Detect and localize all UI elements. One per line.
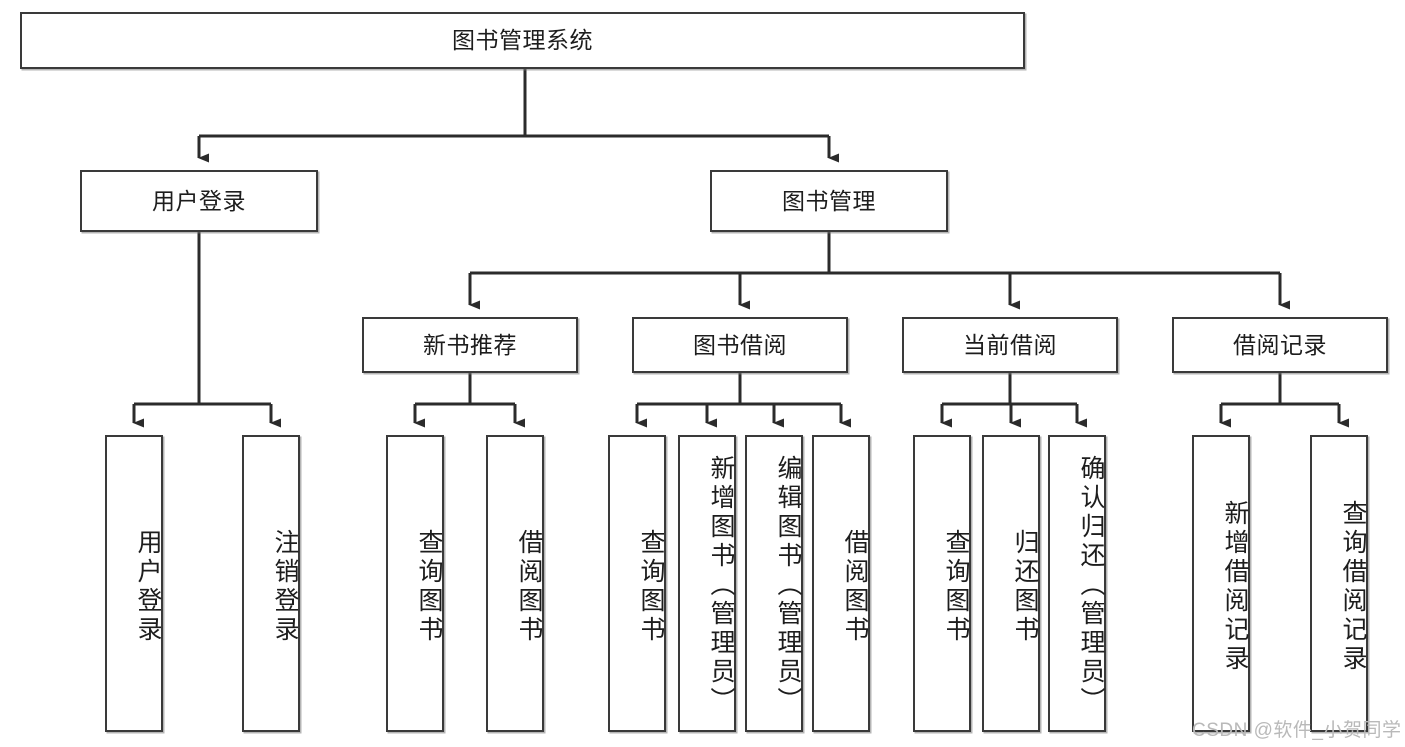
node-label-leaf-user-login: 用户登录 — [134, 528, 162, 645]
node-leaf-borrow-book[interactable]: 借阅图书 — [812, 435, 870, 732]
node-book-borrow[interactable]: 图书借阅 — [632, 317, 848, 373]
node-root[interactable]: 图书管理系统 — [20, 12, 1025, 69]
node-label-borrow-records: 借阅记录 — [1233, 331, 1327, 358]
node-leaf-add-book[interactable]: 新增图书（管理员） — [678, 435, 736, 732]
node-leaf-logout[interactable]: 注销登录 — [242, 435, 300, 732]
node-label-leaf-logout: 注销登录 — [271, 528, 299, 645]
connector-lines — [132, 69, 1349, 428]
node-label-new-book-recommend: 新书推荐 — [423, 331, 517, 358]
node-label-leaf-add-book: 新增图书（管理员） — [707, 455, 735, 716]
node-user-login[interactable]: 用户登录 — [80, 170, 318, 232]
node-label-leaf-confirm-return: 确认归还（管理员） — [1077, 455, 1105, 716]
node-label-current-borrow: 当前借阅 — [963, 331, 1057, 358]
node-label-user-login: 用户登录 — [152, 187, 246, 214]
node-label-leaf-query-borrow-record: 查询借阅记录 — [1339, 499, 1367, 674]
node-leaf-query-book-recommend[interactable]: 查询图书 — [386, 435, 444, 732]
node-leaf-confirm-return[interactable]: 确认归还（管理员） — [1048, 435, 1106, 732]
node-label-book-borrow: 图书借阅 — [693, 331, 787, 358]
node-leaf-add-borrow-record[interactable]: 新增借阅记录 — [1192, 435, 1250, 732]
node-label-leaf-return-book: 归还图书 — [1011, 528, 1039, 645]
node-new-book-recommend[interactable]: 新书推荐 — [362, 317, 578, 373]
node-leaf-edit-book[interactable]: 编辑图书（管理员） — [745, 435, 803, 732]
node-label-leaf-edit-book: 编辑图书（管理员） — [774, 455, 802, 716]
node-label-leaf-query-book-borrow: 查询图书 — [637, 528, 665, 645]
node-leaf-query-borrow-record[interactable]: 查询借阅记录 — [1310, 435, 1368, 732]
node-label-leaf-borrow-book-recommend: 借阅图书 — [515, 528, 543, 645]
node-label-leaf-query-book-recommend: 查询图书 — [415, 528, 443, 645]
node-book-management[interactable]: 图书管理 — [710, 170, 948, 232]
node-label-leaf-borrow-book: 借阅图书 — [841, 528, 869, 645]
node-leaf-query-book-current[interactable]: 查询图书 — [913, 435, 971, 732]
node-label-book-management: 图书管理 — [782, 187, 876, 214]
node-label-leaf-query-book-current: 查询图书 — [942, 528, 970, 645]
node-current-borrow[interactable]: 当前借阅 — [902, 317, 1118, 373]
node-leaf-query-book-borrow[interactable]: 查询图书 — [608, 435, 666, 732]
node-label-leaf-add-borrow-record: 新增借阅记录 — [1221, 499, 1249, 674]
node-leaf-user-login[interactable]: 用户登录 — [105, 435, 163, 732]
node-leaf-return-book[interactable]: 归还图书 — [982, 435, 1040, 732]
node-label-root: 图书管理系统 — [452, 27, 593, 54]
node-leaf-borrow-book-recommend[interactable]: 借阅图书 — [486, 435, 544, 732]
watermark-label: CSDN @软件_小贺同学 — [1192, 720, 1402, 741]
node-borrow-records[interactable]: 借阅记录 — [1172, 317, 1388, 373]
